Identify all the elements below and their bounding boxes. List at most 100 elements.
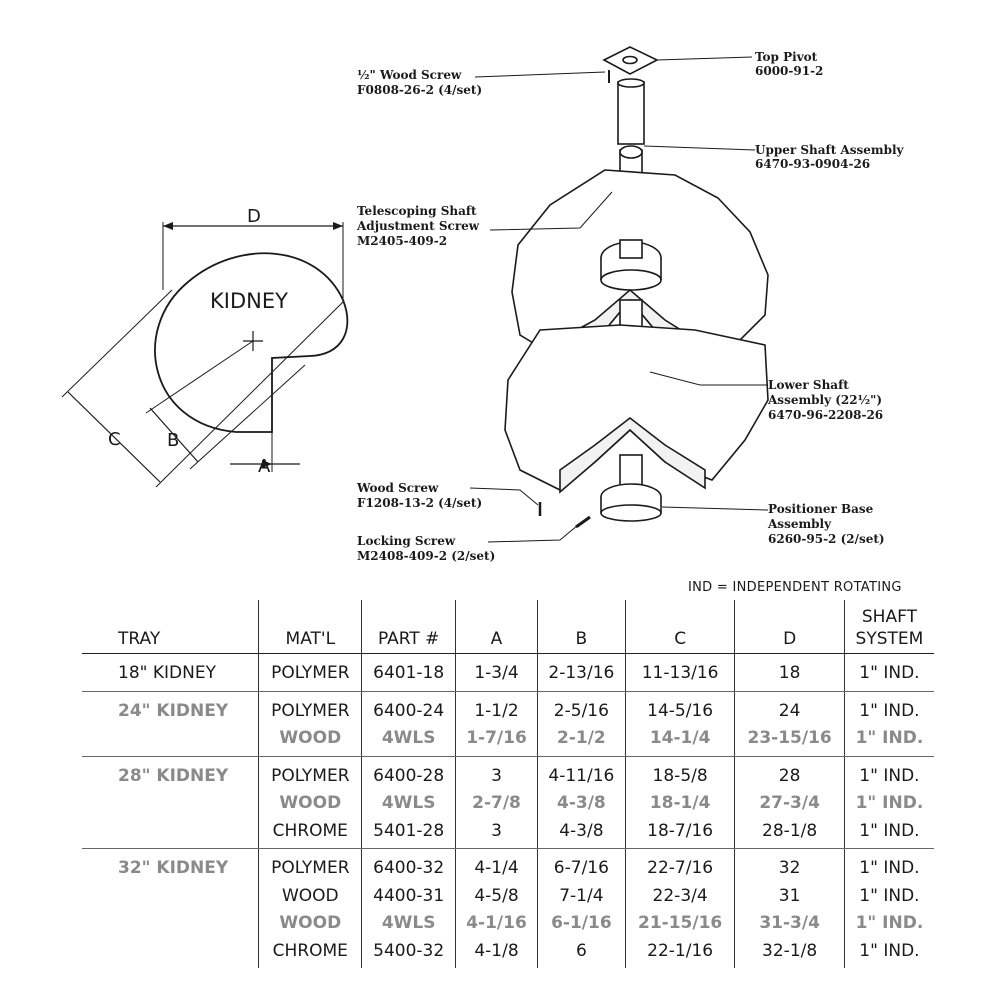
cell-material: WOOD bbox=[258, 882, 362, 910]
assembly-exploded-view bbox=[504, 46, 769, 529]
cell-tray: 32" KIDNEY bbox=[118, 858, 229, 879]
cell-c: 21-15/16 bbox=[624, 910, 735, 938]
cell-d: 27-3/4 bbox=[734, 790, 845, 818]
cell-material: CHROME bbox=[258, 817, 362, 849]
cell-material: WOOD bbox=[258, 725, 362, 757]
dim-c-label: C bbox=[108, 429, 121, 450]
cell-a: 3 bbox=[455, 756, 538, 790]
cell-b: 6-7/16 bbox=[536, 848, 626, 883]
callout-wood-screw: Wood Screw F1208-13-2 (4/set) bbox=[356, 481, 482, 510]
cell-part-number: 4WLS bbox=[361, 725, 456, 757]
col-header-c: C bbox=[624, 600, 735, 654]
cell-tray bbox=[82, 817, 259, 849]
cell-part-number: 4WLS bbox=[361, 910, 456, 938]
cell-shaft-system: 1" IND. bbox=[843, 882, 934, 910]
cell-a: 2-7/8 bbox=[455, 790, 538, 818]
cell-d: 32 bbox=[734, 848, 845, 883]
cell-tray bbox=[82, 790, 259, 818]
cell-c: 18-1/4 bbox=[624, 790, 735, 818]
callout-locking-screw: Locking Screw M2408-409-2 (2/set) bbox=[357, 534, 495, 563]
cell-d: 28 bbox=[734, 756, 845, 790]
callout-telescoping-screw: Telescoping Shaft Adjustment Screw M2405… bbox=[356, 204, 483, 248]
cell-a: 3 bbox=[455, 817, 538, 849]
kidney-outline bbox=[154, 252, 349, 433]
cell-a: 4-1/4 bbox=[455, 848, 538, 883]
dim-a-label: A bbox=[258, 456, 271, 477]
cell-c: 14-1/4 bbox=[624, 725, 735, 757]
cell-d: 32-1/8 bbox=[734, 937, 845, 968]
cell-d: 28-1/8 bbox=[734, 817, 845, 849]
cell-c: 22-7/16 bbox=[624, 848, 735, 883]
cell-b: 2-5/16 bbox=[536, 691, 626, 725]
cell-c: 22-3/4 bbox=[624, 882, 735, 910]
cell-material: WOOD bbox=[258, 790, 362, 818]
table-header-row: TRAY MAT'L PART # A B C D SHAFT SYSTEM bbox=[82, 600, 934, 654]
cell-part-number: 4400-31 bbox=[361, 882, 456, 910]
cell-d: 23-15/16 bbox=[734, 725, 845, 757]
dim-d-label: D bbox=[247, 206, 261, 227]
cell-tray: 18" KIDNEY bbox=[82, 653, 259, 692]
cell-material: POLYMER bbox=[258, 653, 362, 692]
cell-c: 14-5/16 bbox=[624, 691, 735, 725]
col-header-material: MAT'L bbox=[258, 600, 362, 654]
callout-half-inch-wood-screw: ½" Wood Screw F0808-26-2 (4/set) bbox=[357, 68, 482, 97]
cell-a: 1-7/16 bbox=[455, 725, 538, 757]
cell-shaft-system: 1" IND. bbox=[843, 653, 934, 692]
leader-lines bbox=[469, 56, 769, 543]
cell-shaft-system: 1" IND. bbox=[843, 848, 934, 883]
cell-tray bbox=[82, 910, 259, 938]
cell-d: 24 bbox=[734, 691, 845, 725]
cell-tray: 24" KIDNEY bbox=[118, 700, 229, 721]
callout-positioner-base: Positioner Base Assembly 6260-95-2 (2/se… bbox=[767, 502, 885, 546]
cell-material: POLYMER bbox=[258, 691, 362, 725]
ind-note: IND = INDEPENDENT ROTATING bbox=[688, 580, 902, 595]
cell-material: CHROME bbox=[258, 937, 362, 968]
cell-part-number: 6401-18 bbox=[361, 653, 456, 692]
cell-a: 4-1/16 bbox=[455, 910, 538, 938]
callout-top-pivot: Top Pivot 6000-91-2 bbox=[755, 50, 823, 78]
kidney-shape-drawing bbox=[61, 222, 349, 488]
cell-shaft-system: 1" IND. bbox=[843, 937, 934, 968]
col-header-shaft-system: SHAFT SYSTEM bbox=[843, 600, 934, 654]
cell-material: POLYMER bbox=[258, 756, 362, 790]
cell-c: 18-7/16 bbox=[624, 817, 735, 849]
callout-upper-shaft-assembly: Upper Shaft Assembly 6470-93-0904-26 bbox=[755, 143, 908, 171]
cell-b: 2-13/16 bbox=[536, 653, 626, 692]
dim-b-label: B bbox=[167, 430, 179, 451]
cell-b: 4-3/8 bbox=[536, 790, 626, 818]
kidney-lazy-susan-diagram: KIDNEY D C B A bbox=[61, 46, 908, 563]
cell-part-number: 5401-28 bbox=[361, 817, 456, 849]
col-header-d: D bbox=[734, 600, 845, 654]
cell-tray bbox=[82, 883, 259, 911]
cell-b: 4-3/8 bbox=[536, 817, 626, 849]
cell-d: 18 bbox=[734, 653, 845, 692]
cell-shaft-system: 1" IND. bbox=[843, 817, 934, 849]
cell-tray bbox=[82, 725, 259, 757]
cell-a: 4-1/8 bbox=[455, 937, 538, 968]
col-header-a: A bbox=[455, 600, 538, 654]
cell-a: 1-3/4 bbox=[455, 653, 538, 692]
cell-c: 22-1/16 bbox=[624, 937, 735, 968]
cell-a: 1-1/2 bbox=[455, 691, 538, 725]
cell-tray bbox=[82, 938, 259, 969]
cell-shaft-system: 1" IND. bbox=[843, 725, 934, 757]
col-header-part: PART # bbox=[361, 600, 456, 654]
cell-b: 4-11/16 bbox=[536, 756, 626, 790]
cell-b: 6 bbox=[536, 937, 626, 968]
cell-c: 18-5/8 bbox=[624, 756, 735, 790]
cell-tray: 28" KIDNEY bbox=[118, 765, 229, 786]
cell-shaft-system: 1" IND. bbox=[843, 691, 934, 725]
cell-d: 31 bbox=[734, 882, 845, 910]
cell-material: WOOD bbox=[258, 910, 362, 938]
cell-b: 7-1/4 bbox=[536, 882, 626, 910]
callout-lower-shaft-assembly: Lower Shaft Assembly (22½") 6470-96-2208… bbox=[767, 378, 886, 422]
cell-shaft-system: 1" IND. bbox=[843, 910, 934, 938]
col-header-tray: TRAY bbox=[82, 600, 259, 654]
